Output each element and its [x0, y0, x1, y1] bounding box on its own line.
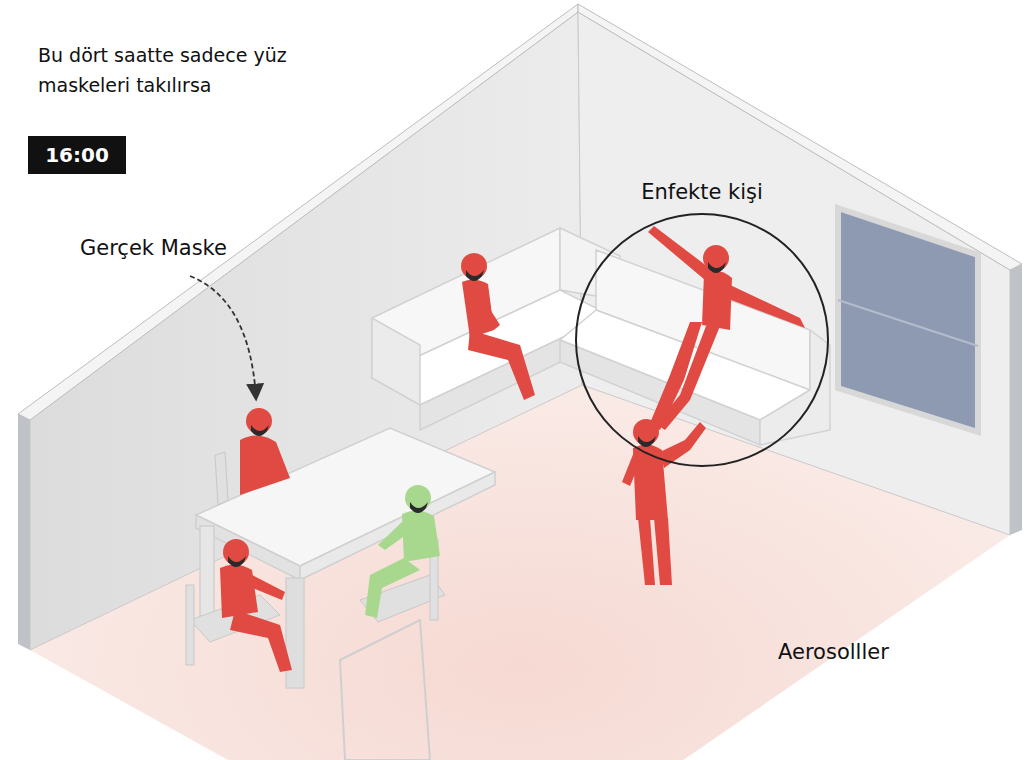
person-healthy: [365, 485, 440, 618]
circle-ring: [576, 214, 828, 466]
circle-label: Enfekte kişi: [574, 180, 830, 204]
wall-top: [578, 4, 1022, 270]
annotation-label: Aerosolller: [778, 640, 889, 664]
face-mask: [228, 262, 726, 567]
circle-outline: [574, 212, 830, 468]
table: [196, 428, 495, 688]
right-wall: [578, 12, 1010, 535]
sofa: [372, 228, 830, 445]
wall-edge: [1010, 264, 1022, 535]
door: [340, 620, 430, 760]
window-bar: [838, 300, 978, 346]
annotation-label: Gerçek Maske: [80, 236, 227, 260]
highlight-circle: Enfekte kişi: [574, 180, 830, 470]
leader-line: [190, 276, 256, 398]
title-text: Bu dört saatte sadece yüz maskeleri takı…: [38, 40, 378, 100]
time-box: 16:00: [28, 136, 126, 174]
time-text: 16:00: [45, 143, 109, 167]
chair: [186, 452, 445, 665]
window: [838, 208, 978, 432]
wall-edge: [18, 414, 30, 650]
person: [220, 226, 805, 672]
